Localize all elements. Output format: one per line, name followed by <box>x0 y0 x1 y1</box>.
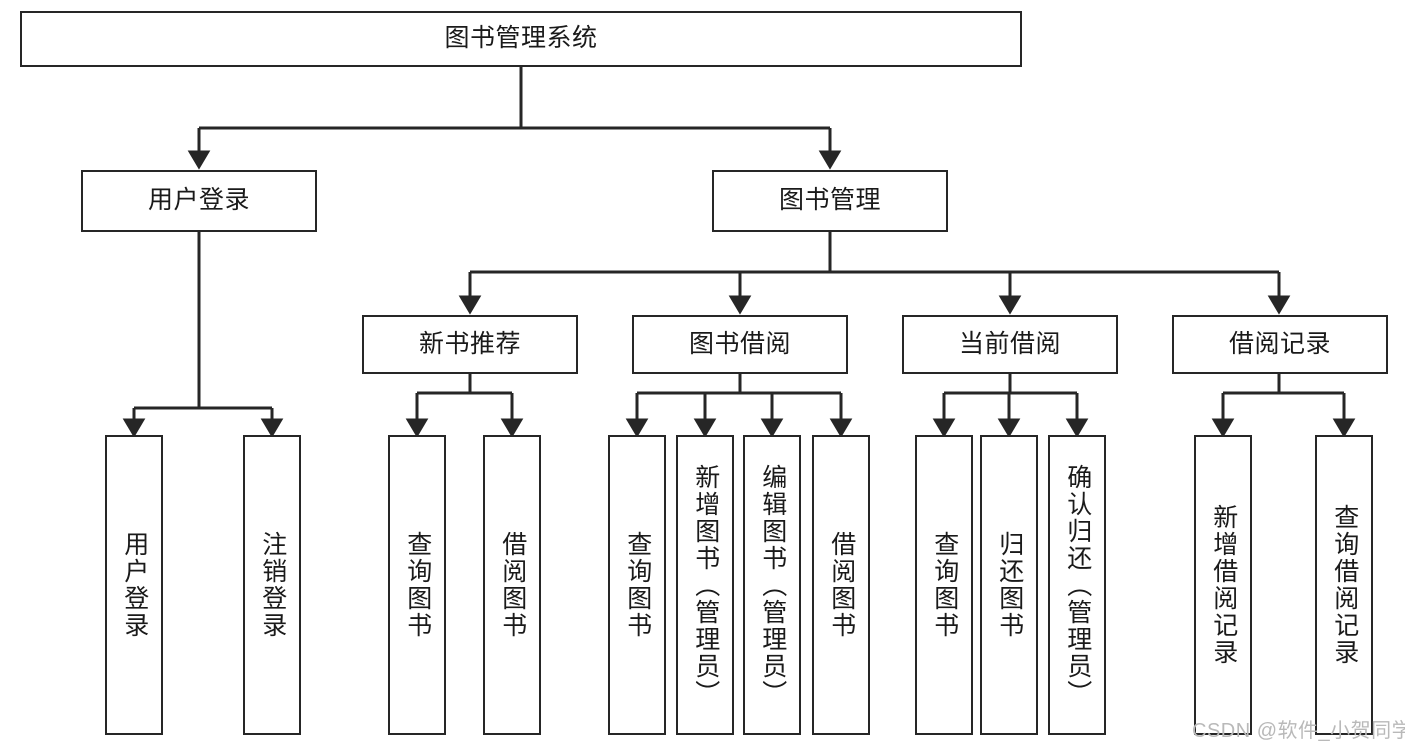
leaf-label: 查询借阅记录 <box>1330 504 1359 666</box>
leaf-label: 查询图书 <box>623 531 652 639</box>
leaf-current-borrow-query[interactable]: 查询图书 <box>915 435 973 735</box>
node-user-login-label: 用户登录 <box>147 186 250 215</box>
leaf-label: 查询图书 <box>403 531 432 639</box>
node-root-label: 图书管理系统 <box>444 24 598 53</box>
node-book-management[interactable]: 图书管理 <box>712 170 948 232</box>
node-current-borrow[interactable]: 当前借阅 <box>902 315 1118 374</box>
leaf-current-borrow-confirm-return[interactable]: 确认归还（管理员） <box>1048 435 1106 735</box>
leaf-label: 查询图书 <box>930 531 959 639</box>
node-root[interactable]: 图书管理系统 <box>20 11 1022 67</box>
leaf-label: 新增借阅记录 <box>1209 504 1238 666</box>
leaf-borrow-record-query[interactable]: 查询借阅记录 <box>1315 435 1373 735</box>
node-book-borrow[interactable]: 图书借阅 <box>632 315 848 374</box>
node-user-login[interactable]: 用户登录 <box>81 170 317 232</box>
leaf-user-login-logout[interactable]: 注销登录 <box>243 435 301 735</box>
leaf-book-borrow-borrow[interactable]: 借阅图书 <box>812 435 870 735</box>
node-new-book-recommend-label: 新书推荐 <box>418 329 521 358</box>
leaf-book-borrow-add[interactable]: 新增图书（管理员） <box>676 435 734 735</box>
leaf-label: 借阅图书 <box>498 531 527 639</box>
leaf-label: 编辑图书（管理员） <box>758 463 787 707</box>
leaf-book-borrow-edit[interactable]: 编辑图书（管理员） <box>743 435 801 735</box>
leaf-new-book-borrow[interactable]: 借阅图书 <box>483 435 541 735</box>
node-book-management-label: 图书管理 <box>778 186 881 215</box>
node-book-borrow-label: 图书借阅 <box>688 329 791 358</box>
leaf-label: 新增图书（管理员） <box>691 463 720 707</box>
node-borrow-record[interactable]: 借阅记录 <box>1172 315 1388 374</box>
leaf-label: 注销登录 <box>258 531 287 639</box>
leaf-label: 归还图书 <box>995 531 1024 639</box>
leaf-borrow-record-add[interactable]: 新增借阅记录 <box>1194 435 1252 735</box>
node-new-book-recommend[interactable]: 新书推荐 <box>362 315 578 374</box>
leaf-label: 用户登录 <box>120 531 149 639</box>
leaf-user-login-login[interactable]: 用户登录 <box>105 435 163 735</box>
leaf-book-borrow-query[interactable]: 查询图书 <box>608 435 666 735</box>
csdn-watermark: CSDN @软件_小贺同学 <box>1192 720 1405 742</box>
node-current-borrow-label: 当前借阅 <box>958 329 1061 358</box>
node-borrow-record-label: 借阅记录 <box>1228 329 1331 358</box>
leaf-label: 确认归还（管理员） <box>1063 463 1092 707</box>
leaf-label: 借阅图书 <box>827 531 856 639</box>
leaf-current-borrow-return[interactable]: 归还图书 <box>980 435 1038 735</box>
leaf-new-book-query[interactable]: 查询图书 <box>388 435 446 735</box>
